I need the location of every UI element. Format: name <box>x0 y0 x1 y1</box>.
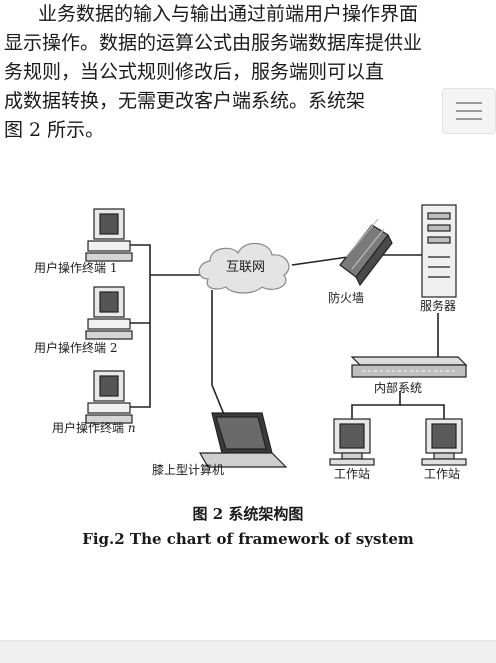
paragraph-line: 成数据转换，无需更改客户端系统。系统架 <box>4 90 366 112</box>
terminal-2-label: 用户操作终端 2 <box>34 341 118 355</box>
terminal-1-label: 用户操作终端 1 <box>34 261 118 275</box>
bottom-bar <box>0 640 496 663</box>
menu-button[interactable] <box>442 88 496 134</box>
internet-label: 互联网 <box>226 260 266 275</box>
computer-terminal-n-icon <box>85 370 133 424</box>
laptop-icon <box>198 412 288 468</box>
workstation-2-icon <box>421 418 467 466</box>
system-architecture-diagram: 用户操作终端 1 用户操作终端 2 用户操作终端 n 互联网 防火墙 服务器 内… <box>0 195 496 495</box>
figure-caption-chinese: 图 2 系统架构图 <box>192 505 304 523</box>
workstation-2-label: 工作站 <box>424 467 461 481</box>
internal-system-label: 内部系统 <box>374 381 423 395</box>
internet-cloud-icon <box>198 242 290 294</box>
diagram-graphics <box>85 204 468 468</box>
computer-terminal-2-icon <box>85 286 133 340</box>
paragraph-line: 显示操作。数据的运算公式由服务端数据库提供业 <box>4 32 423 54</box>
firewall-label: 防火墙 <box>328 291 365 305</box>
server-label: 服务器 <box>420 299 457 313</box>
terminal-n-label-suffix: n <box>127 421 136 435</box>
server-icon <box>421 204 457 298</box>
figure-caption-english: Fig.2 The chart of framework of system <box>82 530 414 548</box>
firewall-icon <box>339 218 393 287</box>
paragraph-line: 务规则，当公式规则修改后，服务端则可以直 <box>4 61 385 83</box>
paragraph-line: 业务数据的输入与输出通过前端用户操作界面 <box>38 3 419 25</box>
paragraph-line: 图 2 所示。 <box>4 119 105 141</box>
body-paragraph: 业务数据的输入与输出通过前端用户操作界面 显示操作。数据的运算公式由服务端数据库… <box>0 0 496 145</box>
workstation-1-label: 工作站 <box>334 467 371 481</box>
laptop-label: 膝上型计算机 <box>152 463 225 477</box>
terminal-n-label-prefix: 用户操作终端 <box>52 421 128 435</box>
terminal-n-label: 用户操作终端 n <box>52 421 136 435</box>
workstation-1-icon <box>329 418 375 466</box>
computer-terminal-1-icon <box>85 208 133 262</box>
network-switch-icon <box>350 356 468 378</box>
